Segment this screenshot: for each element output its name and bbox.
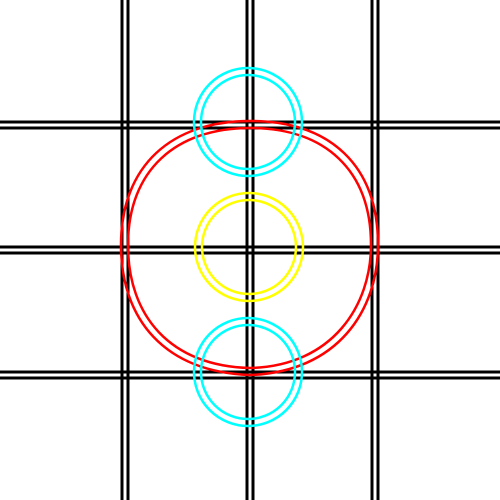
bottom-ring-outer <box>192 316 304 428</box>
large-ring <box>119 119 380 377</box>
top-ring <box>192 66 304 178</box>
large-ring-inner <box>126 126 373 370</box>
top-ring-inner <box>199 73 297 171</box>
large-ring-outer <box>119 119 380 377</box>
center-ring <box>193 191 305 303</box>
bottom-ring <box>192 316 304 428</box>
top-ring-outer <box>192 66 304 178</box>
center-ring-inner <box>200 198 298 296</box>
center-ring-outer <box>193 191 305 303</box>
bottom-ring-inner <box>199 323 297 421</box>
